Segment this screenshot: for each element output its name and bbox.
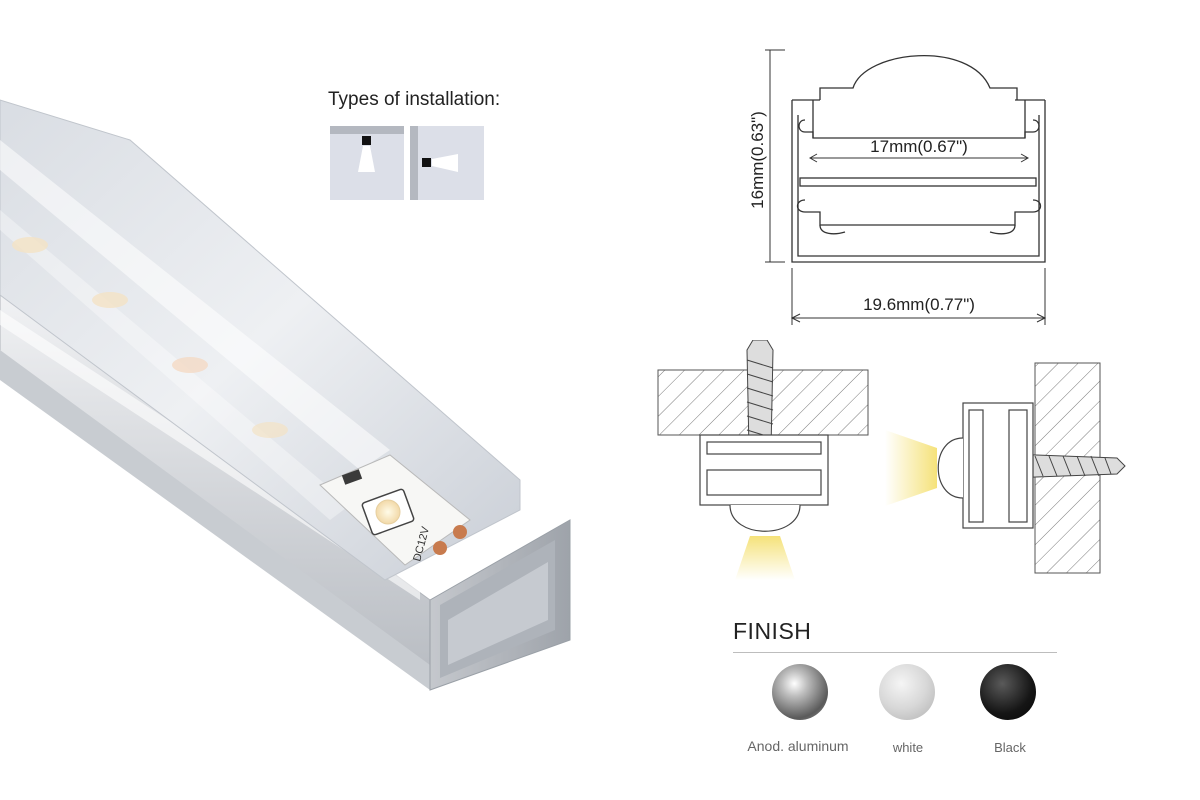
finish-label-black: Black — [994, 740, 1026, 755]
wall-mount-diagram — [885, 362, 1126, 574]
profile-cross-section-diagram: 16mm(0.63") 17mm(0.67") 19.6mm(0.77") — [748, 49, 1047, 325]
inner-width-dimension-label: 17mm(0.67") — [870, 137, 968, 156]
solder-pad — [453, 525, 467, 539]
led-profile-product-image: DC12V — [0, 99, 571, 691]
finish-label-anodized-aluminum: Anod. aluminum — [747, 738, 849, 754]
wall-mount-icon — [410, 126, 484, 200]
ceiling-mount-icon — [330, 126, 404, 200]
solder-pad — [433, 541, 447, 555]
finish-title: FINISH — [733, 618, 812, 644]
channel-outline — [791, 100, 1046, 263]
outer-width-dimension-label: 19.6mm(0.77") — [863, 295, 975, 314]
finish-swatch-anodized-aluminum — [772, 664, 828, 720]
light-beam — [885, 430, 937, 506]
diffuser-dome — [819, 54, 1018, 100]
led-strip: DC12V — [319, 454, 471, 566]
finish-swatch-black — [980, 664, 1036, 720]
screw-icon — [1004, 453, 1126, 479]
ceiling-mount-diagram — [657, 340, 869, 580]
installation-title: Types of installation: — [328, 89, 501, 110]
resistor-icon — [341, 469, 363, 485]
height-dimension-label: 16mm(0.63") — [748, 111, 767, 209]
finish-divider — [733, 652, 1057, 653]
finish-swatch-white — [879, 664, 935, 720]
light-beam — [735, 536, 795, 580]
finish-label-white: white — [892, 740, 924, 755]
led-glow-row — [12, 237, 288, 438]
